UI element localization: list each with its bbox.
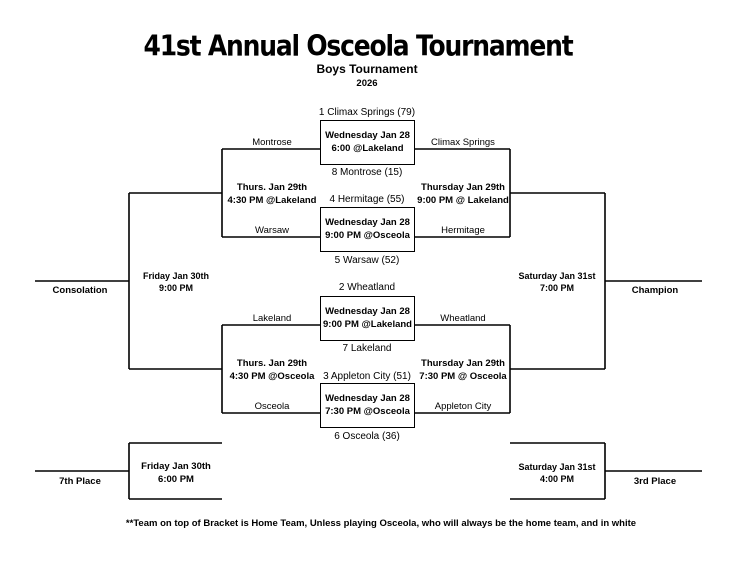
champion-label: Champion — [631, 285, 679, 296]
right-semi-top-time: 9:00 PM @ Lakeland — [417, 194, 509, 206]
left-semi-bottom-date: Thurs. Jan 29th — [236, 358, 308, 369]
left-semi-top-date: Thurs. Jan 29th — [236, 182, 308, 193]
g4-date: Wednesday Jan 28 — [325, 392, 410, 404]
right-semi-top-date: Thursday Jan 29th — [421, 182, 505, 193]
g2-bottom-team: 5 Warsaw (52) — [334, 255, 400, 266]
seventh-place-bracket — [35, 442, 222, 500]
championship-info: Saturday Jan 31st 7:00 PM — [518, 270, 595, 294]
right-semi-bottom-time: 7:30 PM @ Osceola — [419, 370, 507, 382]
right-semi-bottom-date: Thursday Jan 29th — [421, 358, 505, 369]
game-box-g3: Wednesday Jan 28 9:00 PM @Lakeland — [320, 296, 415, 341]
g2-date: Wednesday Jan 28 — [325, 216, 410, 228]
consolation-final-date: Friday Jan 30th — [142, 271, 210, 281]
page-title: 41st Annual Osceola Tournament — [143, 28, 574, 63]
g3-bottom-team: 7 Lakeland — [342, 343, 392, 354]
third-place-bracket — [510, 442, 702, 500]
g1-bottom-team: 8 Montrose (15) — [331, 167, 403, 178]
seventh-place-info: Friday Jan 30th 6:00 PM — [141, 461, 211, 487]
g2-time: 9:00 PM @Osceola — [325, 229, 410, 241]
third-place-info: Saturday Jan 31st 4:00 PM — [518, 461, 595, 485]
game-box-g4: Wednesday Jan 28 7:30 PM @Osceola — [320, 383, 415, 428]
seventh-place-date: Friday Jan 30th — [141, 461, 211, 472]
consolation-final-info: Friday Jan 30th 9:00 PM — [143, 270, 209, 294]
left-g3-label: Lakeland — [252, 313, 292, 324]
footer-note: **Team on top of Bracket is Home Team, U… — [125, 518, 637, 529]
championship-time: 7:00 PM — [539, 283, 575, 294]
g2-top-team: 4 Hermitage (55) — [329, 194, 405, 205]
left-semi-bottom-info: Thurs. Jan 29th 4:30 PM @Osceola — [230, 358, 315, 384]
game-box-g2: Wednesday Jan 28 9:00 PM @Osceola — [320, 207, 415, 252]
third-place-date: Saturday Jan 31st — [518, 462, 596, 472]
page-year: 2026 — [356, 78, 378, 89]
right-g1-label: Climax Springs — [431, 137, 495, 148]
g1-date: Wednesday Jan 28 — [325, 129, 410, 141]
championship-date: Saturday Jan 31st — [518, 271, 596, 281]
third-place-label: 3rd Place — [633, 476, 677, 487]
right-semi-bottom-info: Thursday Jan 29th 7:30 PM @ Osceola — [419, 358, 506, 384]
g3-date: Wednesday Jan 28 — [325, 305, 410, 317]
left-g4-label: Osceola — [254, 401, 290, 412]
g3-top-team: 2 Wheatland — [338, 282, 396, 293]
g1-top-team: 1 Climax Springs (79) — [318, 107, 416, 118]
left-semi-bottom-time: 4:30 PM @Osceola — [229, 370, 315, 382]
g3-time: 9:00 PM @Lakeland — [323, 318, 412, 330]
g4-time: 7:30 PM @Osceola — [325, 405, 410, 417]
left-semi-top-time: 4:30 PM @Lakeland — [227, 194, 317, 206]
left-g2-label: Warsaw — [255, 225, 289, 236]
game-box-g1: Wednesday Jan 28 6:00 @Lakeland — [320, 120, 415, 165]
left-g1-label: Montrose — [252, 137, 292, 148]
consolation-final-time: 9:00 PM — [158, 283, 193, 294]
left-semi-top-info: Thurs. Jan 29th 4:30 PM @Lakeland — [228, 182, 317, 208]
right-g3-label: Wheatland — [440, 313, 486, 324]
page-subtitle: Boys Tournament — [316, 62, 418, 76]
g4-top-team: 3 Appleton City (51) — [323, 371, 411, 382]
seventh-place-time: 6:00 PM — [158, 473, 194, 485]
right-semi-top-info: Thursday Jan 29th 9:00 PM @ Lakeland — [417, 182, 509, 208]
right-g2-label: Hermitage — [441, 225, 485, 236]
g1-time: 6:00 @Lakeland — [331, 142, 404, 154]
right-g4-label: Appleton City — [434, 401, 492, 412]
third-place-time: 4:00 PM — [539, 474, 575, 485]
consolation-label: Consolation — [52, 285, 108, 296]
g4-bottom-team: 6 Osceola (36) — [334, 431, 400, 442]
seventh-place-label: 7th Place — [59, 476, 101, 487]
